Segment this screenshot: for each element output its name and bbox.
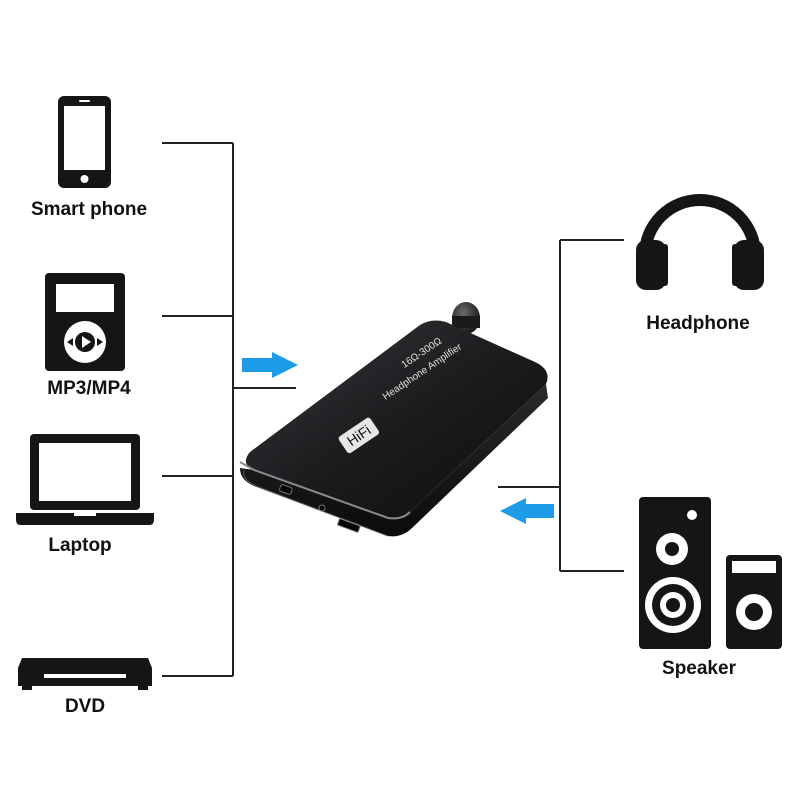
input-arrow [242,352,298,378]
input-connector-lines [162,142,296,677]
laptop-label: Laptop [48,535,112,556]
speaker-label: Speaker [662,658,736,679]
laptop-icon [16,434,154,525]
headphone-label: Headphone [646,313,750,334]
device-top-face [245,320,548,519]
dvd-player-icon [18,658,152,690]
smartphone-icon [58,96,111,188]
headphone-icon [636,194,764,290]
output-connector-lines [498,239,624,572]
speaker-icon [639,497,782,649]
audio-port [337,518,361,533]
output-arrow [500,498,554,524]
smartphone-label: Smart phone [30,199,148,220]
led-indicator [318,504,326,512]
device-front-face [240,384,548,537]
mp3-label: MP3/MP4 [47,378,131,399]
dvd-label: DVD [64,696,106,717]
usb-port [279,484,293,495]
mp3-player-icon [45,273,125,371]
headphone-amplifier-device: HiFi 16Ω-300Ω Headphone Amplifier [239,302,548,537]
